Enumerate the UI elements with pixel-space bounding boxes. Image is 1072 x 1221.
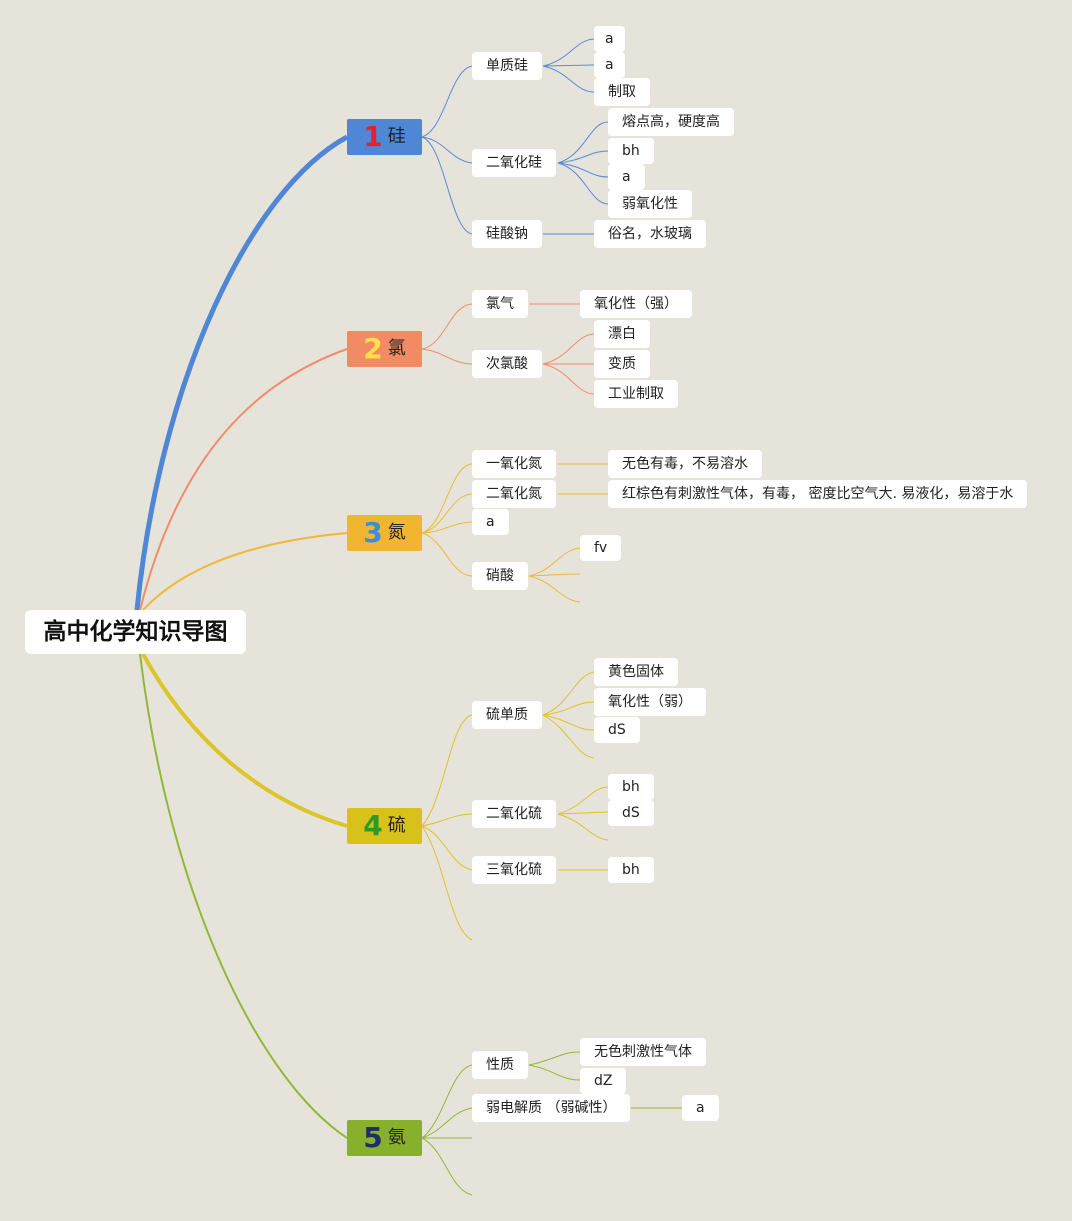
node-leaf[interactable]: 无色刺激性气体 (580, 1038, 706, 1066)
branch-number: 4 (363, 809, 383, 842)
node-leaf[interactable]: a (594, 52, 625, 78)
branch-label: 硅 (387, 126, 406, 147)
branch-label: 氨 (387, 1127, 406, 1148)
branch-label: 氮 (387, 522, 406, 543)
branch-sulfur[interactable]: 4 硫 (347, 808, 422, 844)
node-leaf[interactable]: 漂白 (594, 320, 650, 348)
branch-number: 5 (363, 1121, 383, 1154)
node-nitrogen-dioxide[interactable]: 二氧化氮 (472, 480, 556, 508)
node-sulfur-trioxide[interactable]: 三氧化硫 (472, 856, 556, 884)
node-leaf[interactable]: a (472, 509, 509, 535)
node-leaf[interactable]: a (594, 26, 625, 52)
node-elemental-sulfur[interactable]: 硫单质 (472, 701, 542, 729)
node-leaf[interactable]: 弱氧化性 (608, 190, 692, 218)
node-leaf[interactable]: 氧化性（强） (580, 290, 692, 318)
node-leaf[interactable]: dS (608, 800, 654, 826)
node-leaf[interactable]: fv (580, 535, 622, 561)
branch-number: 2 (363, 332, 383, 365)
node-leaf[interactable]: 无色有毒，不易溶水 (608, 450, 762, 478)
node-hypochlorous-acid[interactable]: 次氯酸 (472, 350, 542, 378)
node-elemental-silicon[interactable]: 单质硅 (472, 52, 542, 80)
branch-number: 3 (363, 516, 383, 549)
branch-silicon[interactable]: 1 硅 (347, 119, 422, 155)
node-silicon-dioxide[interactable]: 二氧化硅 (472, 149, 556, 177)
node-nitric-acid[interactable]: 硝酸 (472, 562, 528, 590)
node-ammonia-properties[interactable]: 性质 (472, 1051, 528, 1079)
node-leaf[interactable]: 制取 (594, 78, 650, 106)
branch-label: 硫 (387, 815, 406, 836)
node-leaf[interactable]: a (682, 1095, 719, 1121)
node-leaf[interactable]: 氧化性（弱） (594, 688, 706, 716)
node-leaf[interactable]: dZ (580, 1068, 627, 1094)
node-leaf[interactable]: 俗名，水玻璃 (594, 220, 706, 248)
branch-chlorine[interactable]: 2 氯 (347, 331, 422, 367)
node-weak-electrolyte[interactable]: 弱电解质 （弱碱性） (472, 1094, 631, 1122)
node-chlorine-gas[interactable]: 氯气 (472, 290, 528, 318)
node-leaf[interactable]: bh (608, 857, 654, 883)
node-leaf[interactable]: bh (608, 774, 654, 800)
node-leaf[interactable]: 变质 (594, 350, 650, 378)
node-leaf[interactable]: dS (594, 717, 640, 743)
branch-number: 1 (363, 120, 383, 153)
node-leaf[interactable]: a (608, 164, 645, 190)
node-leaf[interactable]: 黄色固体 (594, 658, 678, 686)
mindmap-root-title[interactable]: 高中化学知识导图 (25, 610, 246, 654)
branch-label: 氯 (387, 338, 406, 359)
node-leaf[interactable]: 红棕色有刺激性气体，有毒， 密度比空气大. 易液化，易溶于水 (608, 480, 1028, 508)
node-leaf[interactable]: 熔点高，硬度高 (608, 108, 734, 136)
node-sulfur-dioxide[interactable]: 二氧化硫 (472, 800, 556, 828)
node-leaf[interactable]: bh (608, 138, 654, 164)
branch-ammonia[interactable]: 5 氨 (347, 1120, 422, 1156)
branch-nitrogen[interactable]: 3 氮 (347, 515, 422, 551)
node-sodium-silicate[interactable]: 硅酸钠 (472, 220, 542, 248)
node-leaf[interactable]: 工业制取 (594, 380, 678, 408)
node-nitric-oxide[interactable]: 一氧化氮 (472, 450, 556, 478)
